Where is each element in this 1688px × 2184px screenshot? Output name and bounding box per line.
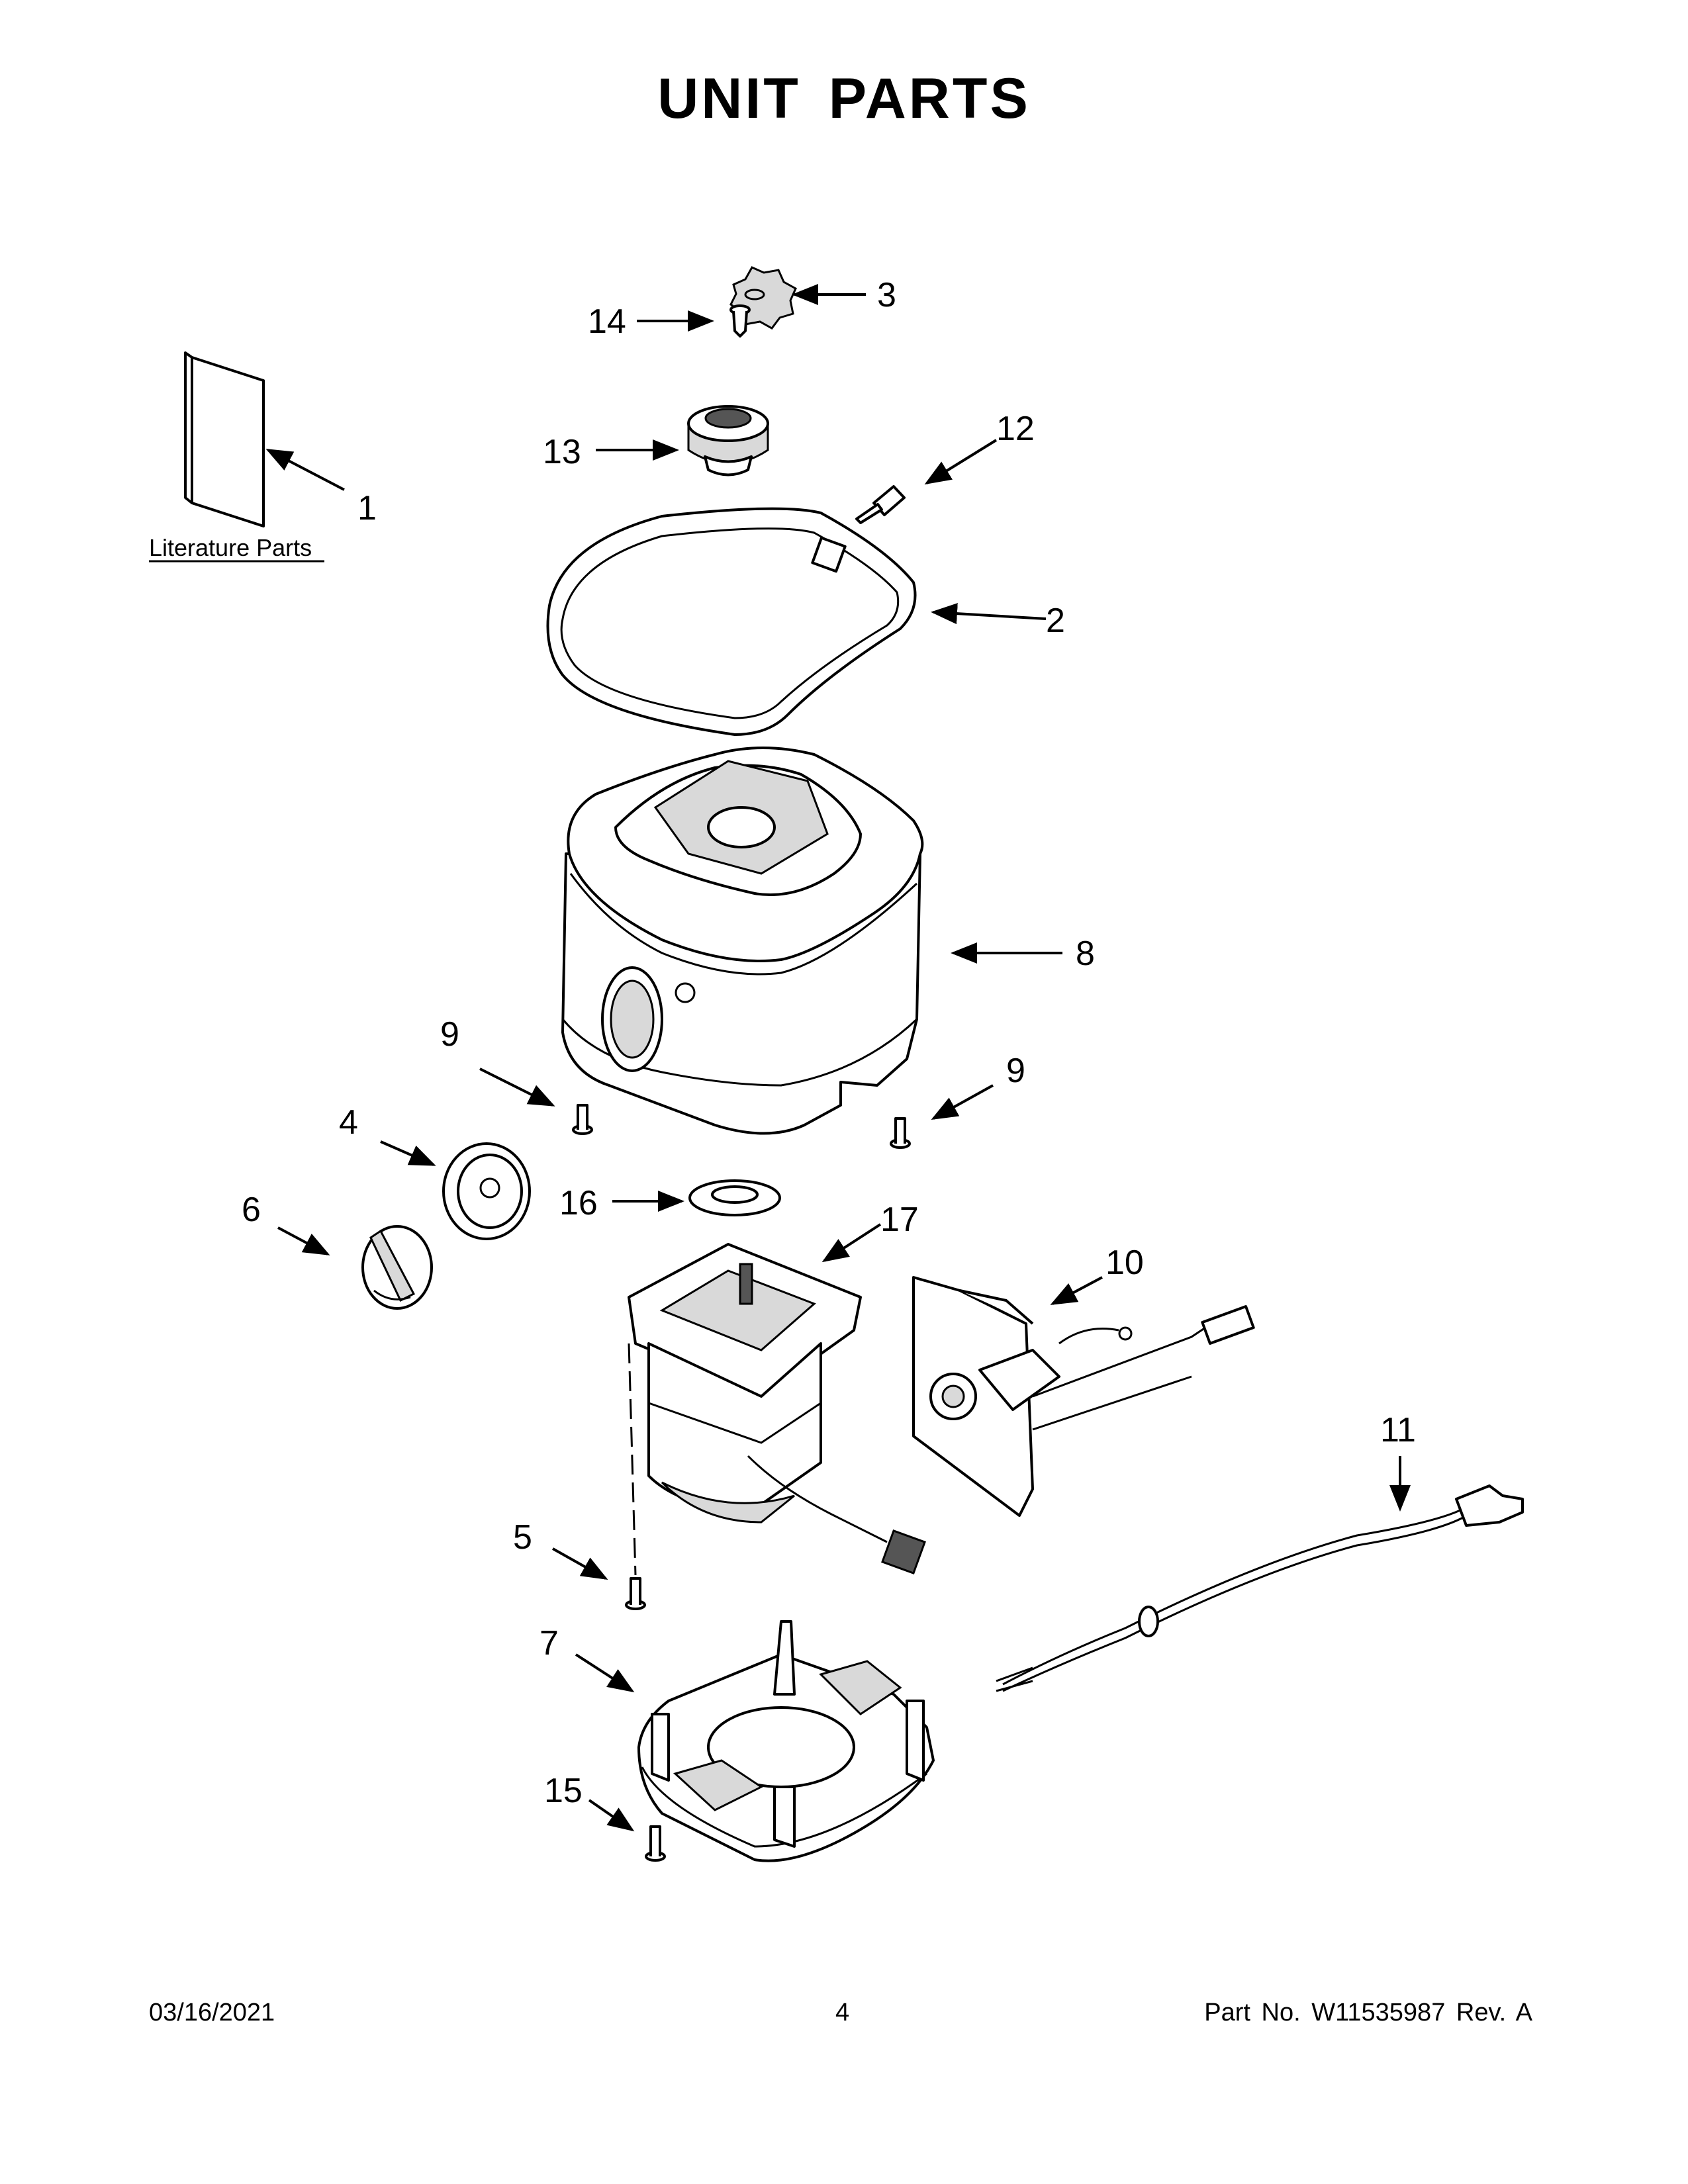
part-6-control-knob <box>361 1225 433 1310</box>
callout-11: 11 <box>1380 1411 1416 1449</box>
callout-7: 7 <box>539 1624 559 1662</box>
part-16-gasket <box>688 1179 781 1216</box>
callout-1: 1 <box>357 489 377 527</box>
part-2-trim-band <box>546 507 917 736</box>
part-11-power-cord <box>996 1484 1524 1692</box>
callout-8: 8 <box>1076 934 1095 973</box>
part-10-control-board <box>912 1276 1255 1517</box>
arrow-10 <box>1050 1276 1103 1305</box>
callout-16: 16 <box>559 1184 598 1222</box>
callout-3: 3 <box>877 276 896 314</box>
callout-2: 2 <box>1046 602 1065 640</box>
arrow-9a <box>479 1068 555 1107</box>
callout-9b: 9 <box>1006 1052 1025 1090</box>
part-9-screw-right <box>890 1117 911 1149</box>
arrow-7 <box>575 1653 635 1693</box>
part-1-literature-booklet <box>184 351 265 527</box>
arrow-1 <box>265 449 345 491</box>
callout-17: 17 <box>880 1201 919 1239</box>
part-15-screw <box>645 1825 666 1862</box>
callout-10: 10 <box>1105 1244 1144 1282</box>
literature-parts-label: Literature Parts <box>149 534 312 561</box>
part-13-drive-socket <box>687 405 769 477</box>
footer-page-number: 4 <box>835 1999 850 2026</box>
arrow-17 <box>821 1223 882 1263</box>
arrow-6 <box>277 1226 330 1255</box>
arrow-4 <box>380 1140 436 1166</box>
part-14-screw <box>729 304 751 338</box>
part-7-base <box>637 1620 935 1862</box>
footer-date: 03/16/2021 <box>149 1999 275 2026</box>
callout-12: 12 <box>996 410 1035 448</box>
part-9-screw-left <box>572 1104 593 1135</box>
part-5-screw <box>625 1577 646 1610</box>
part-8-motor-housing <box>561 747 924 1135</box>
callout-9a: 9 <box>440 1015 459 1054</box>
footer-part-number: Part No. W11535987 Rev. A <box>1204 1999 1532 2026</box>
callout-4: 4 <box>339 1103 358 1142</box>
part-17-motor <box>628 1243 926 1576</box>
callout-14: 14 <box>588 302 626 341</box>
callout-15: 15 <box>544 1772 583 1810</box>
part-4-dial-bezel <box>442 1142 531 1240</box>
callout-13: 13 <box>543 433 581 471</box>
arrow-12 <box>924 439 998 485</box>
callout-5: 5 <box>513 1518 532 1557</box>
arrow-5 <box>552 1547 608 1580</box>
part-12-screw <box>855 485 906 524</box>
page-title: UNIT PARTS <box>657 67 1031 130</box>
arrow-9b <box>931 1084 994 1120</box>
arrow-15 <box>588 1799 635 1832</box>
arrow-2 <box>931 603 1047 625</box>
callout-6: 6 <box>242 1191 261 1229</box>
